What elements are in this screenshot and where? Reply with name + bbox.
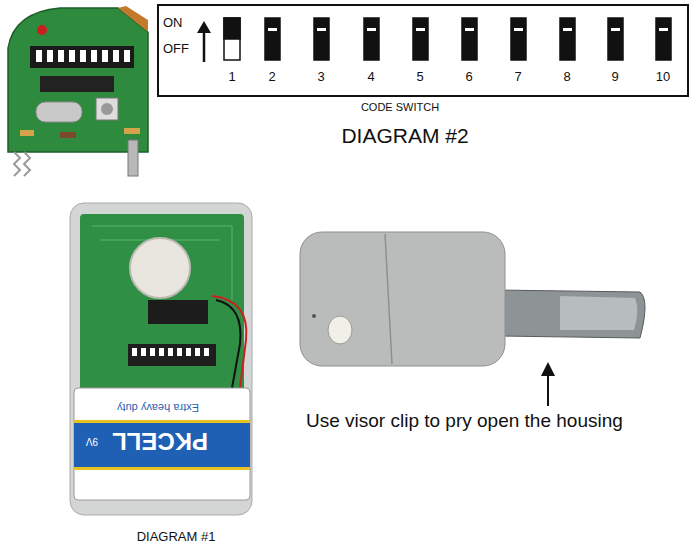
diagram-title: DIAGRAM #2	[341, 124, 468, 147]
switch-number: 5	[416, 70, 423, 84]
code-switch-panel	[158, 5, 688, 96]
state-label: OFF	[163, 42, 189, 56]
switch-number: 6	[465, 70, 472, 84]
battery-text: 9V	[86, 436, 98, 447]
receiver-board	[8, 6, 148, 176]
instruction-text: Use visor clip to pry open the housing	[306, 411, 623, 432]
switch-number: 3	[317, 70, 324, 84]
caption-text: CODE SWITCH	[361, 101, 439, 113]
switch-number: 8	[563, 70, 570, 84]
state-label: ON	[163, 16, 183, 30]
switch-number: 4	[367, 70, 374, 84]
switch-number: 10	[656, 70, 670, 84]
switch-number: 2	[268, 70, 275, 84]
switch-number: 9	[611, 70, 618, 84]
switch-number: 7	[514, 70, 521, 84]
battery-brand: PKCELL	[112, 428, 208, 454]
pointer-arrow	[541, 362, 555, 406]
closed-remote	[300, 232, 645, 366]
diagram-title: DIAGRAM #1	[137, 530, 216, 544]
battery-text: Extra heavy duty	[117, 402, 199, 414]
switch-number: 1	[228, 70, 235, 84]
open-remote	[70, 203, 252, 515]
